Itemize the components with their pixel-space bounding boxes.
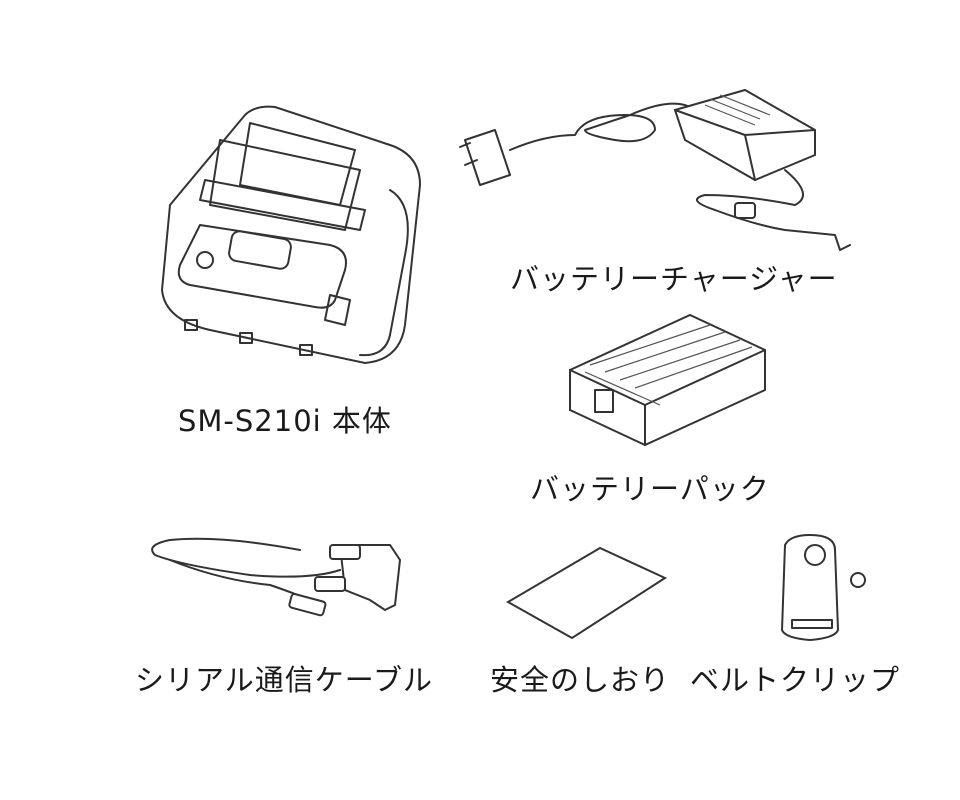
belt-clip-label: ベルトクリップ: [690, 663, 901, 697]
belt-clip-icon: [780, 533, 866, 642]
safety-leaflet-label: 安全のしおり: [490, 663, 671, 697]
printer-icon: [160, 105, 422, 365]
safety-leaflet-icon: [505, 546, 668, 640]
battery-pack-label: バッテリーパック: [530, 472, 770, 506]
battery-pack-icon: [569, 313, 766, 447]
charger-label: バッテリーチャージャー: [510, 262, 838, 296]
serial-cable-icon: [151, 537, 402, 617]
printer-label: SM-S210i 本体: [178, 404, 392, 438]
serial-cable-label: シリアル通信ケーブル: [135, 663, 433, 697]
charger-icon: [459, 88, 851, 251]
